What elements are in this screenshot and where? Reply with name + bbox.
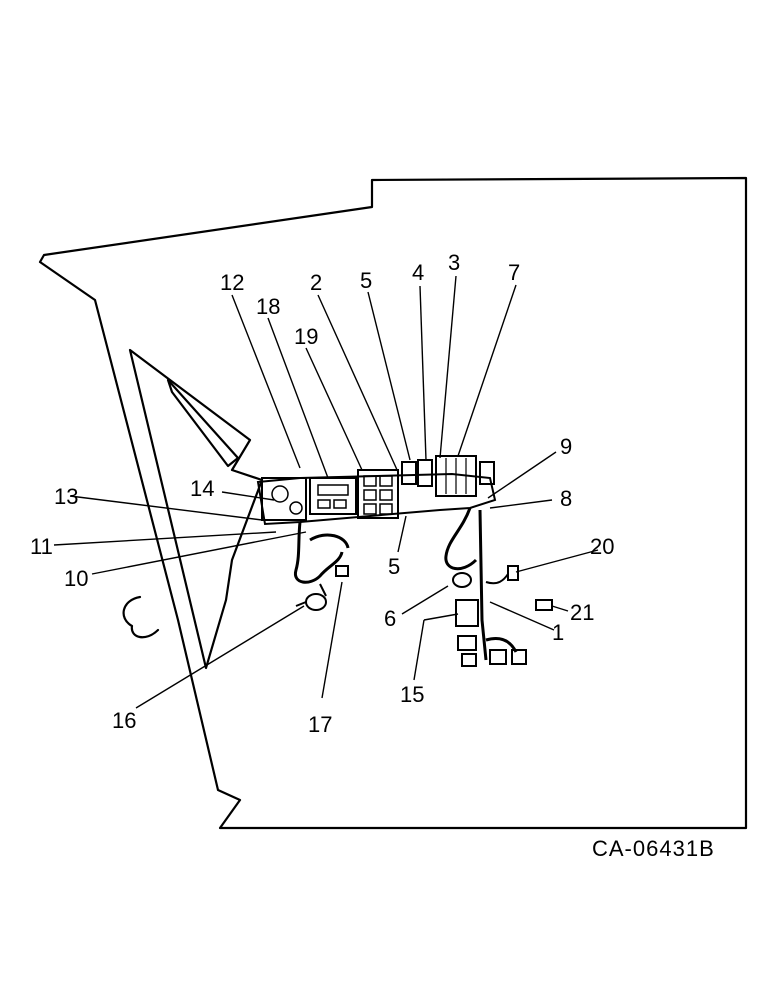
callout-14: 14 [190,476,214,501]
left-drop-harness [293,521,350,584]
callout-1: 1 [552,620,564,645]
left-gauge-cluster [261,477,307,521]
callout-18: 18 [256,294,280,319]
callout-16: 16 [112,708,136,733]
connector-cluster [401,455,495,497]
callout-4: 4 [412,260,424,285]
callout-2: 2 [310,270,322,295]
callout-3: 3 [448,250,460,275]
wiring-harness [256,455,553,667]
windshield-post [128,348,264,670]
cab-outline [38,176,748,830]
callout-9: 9 [560,434,572,459]
loose-connector [535,599,553,611]
right-drop-harness [444,507,518,661]
callout-13: 13 [54,484,78,509]
callout-10: 10 [64,566,88,591]
callout-5-top: 5 [360,268,372,293]
instrument-gauge-panel [309,477,357,515]
small-connector [335,565,349,577]
grommet [452,572,472,588]
callout-21: 21 [570,600,594,625]
callout-11: 11 [30,534,53,559]
panel-cutout [122,595,160,639]
switch-panel [357,469,399,519]
callout-19: 19 [294,324,318,349]
callout-17: 17 [308,712,332,737]
callout-6: 6 [384,606,396,631]
callout-12: 12 [220,270,244,295]
window-strip [166,378,240,468]
callout-5-bottom: 5 [388,554,400,579]
leader-lines [53,275,599,709]
callout-20: 20 [590,534,614,559]
reference-code: CA-06431B [592,836,715,861]
callout-labels: 12 18 2 19 5 4 3 7 9 8 13 14 11 10 5 20 … [30,250,614,737]
callout-15: 15 [400,682,424,707]
round-connector [295,583,327,611]
callout-8: 8 [560,486,572,511]
callout-7: 7 [508,260,520,285]
relay-module [455,599,479,651]
lower-connectors [461,649,527,667]
side-connector [485,565,519,585]
